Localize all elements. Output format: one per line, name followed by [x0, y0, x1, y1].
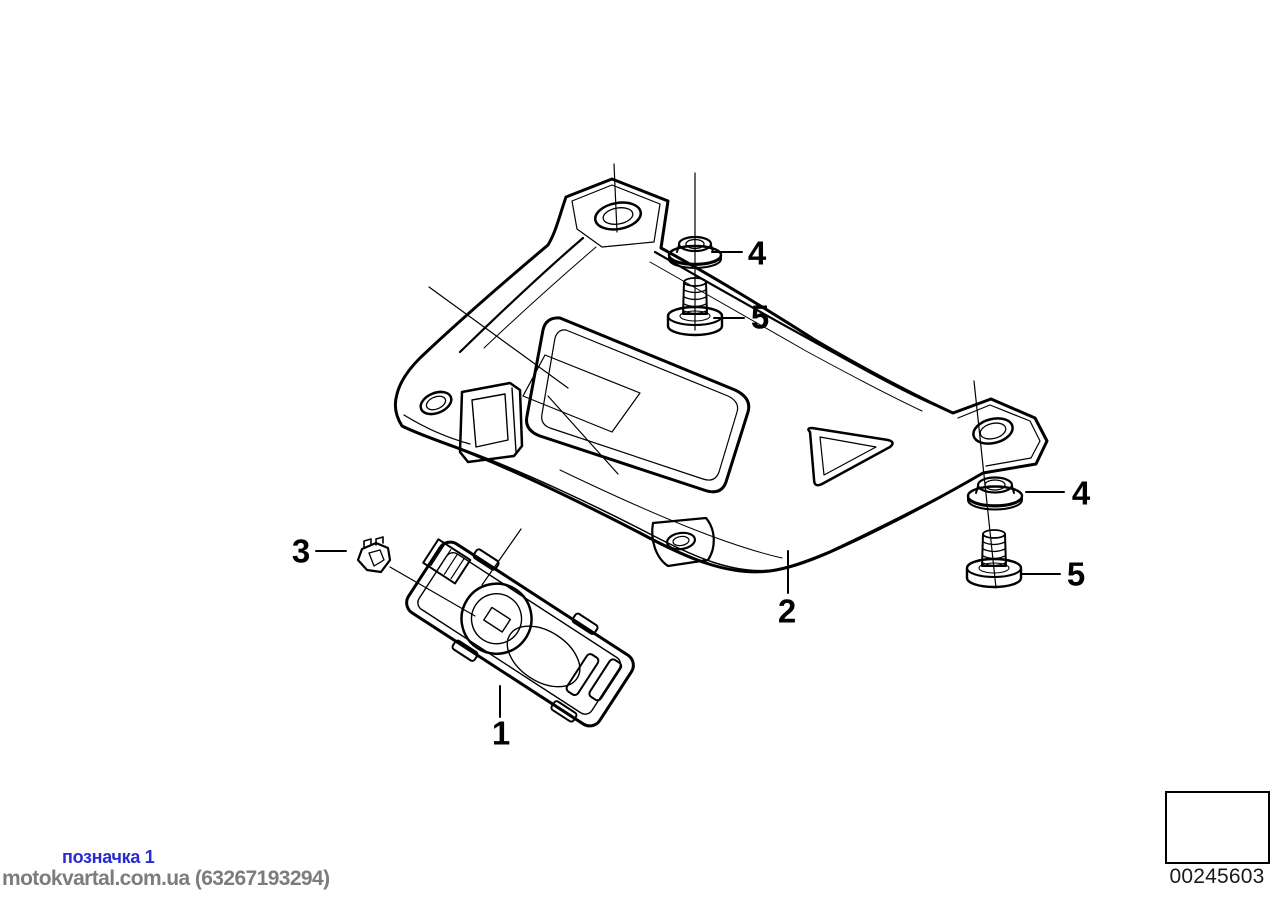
retaining-clip-drawing [356, 536, 392, 574]
module-outer-housing [405, 540, 635, 728]
callout-5-top: 5 [750, 298, 770, 336]
bracket-outer-outline [393, 177, 1049, 574]
stamp-box [1165, 791, 1270, 864]
screw-top-drawing [666, 277, 724, 337]
callout-4-top: 4 [747, 234, 767, 272]
carrier-bracket-drawing [393, 177, 1049, 574]
right-mount-hole [972, 417, 1014, 445]
top-mount-hole [593, 201, 643, 231]
right-tab-inner-outline [957, 404, 1041, 467]
bracket-inner-left-edge [458, 236, 585, 354]
callout-1: 1 [491, 714, 511, 752]
left-mount-hole [419, 390, 453, 416]
phantom-mount-outline [522, 354, 641, 433]
bracket-inner-right-edge [653, 250, 937, 407]
top-hole-axis-line [613, 163, 618, 233]
bracket-post [458, 381, 524, 464]
module-connector [422, 538, 472, 585]
bottom-tab [651, 516, 715, 568]
callout-5-right: 5 [1066, 555, 1086, 593]
callout-pointer-lines [315, 251, 1065, 718]
module-round-connector [460, 582, 533, 656]
marker-label: позначка 1 [62, 847, 155, 867]
antenna-module-drawing [405, 538, 635, 728]
top-tab-inner-outline [571, 184, 661, 248]
flange-nut-right-drawing [966, 476, 1024, 511]
bracket-inner-bottom-edge [407, 427, 976, 572]
screw-right-drawing [965, 529, 1023, 589]
flange-nut-top-drawing [667, 235, 723, 269]
bracket-central-opening [525, 316, 751, 494]
watermark-text: motokvartal.com.ua (63267193294) [2, 867, 330, 890]
install-leader-line-b [547, 395, 619, 475]
callout-2: 2 [777, 592, 797, 630]
install-leader-line-c [481, 528, 522, 586]
triangle-cutout [807, 426, 894, 487]
stamp-code: 00245603 [1169, 865, 1265, 888]
install-leader-line-a [428, 286, 569, 389]
callout-3: 3 [291, 532, 311, 570]
callout-4-right: 4 [1071, 474, 1091, 512]
clip-leader-line [389, 566, 476, 617]
